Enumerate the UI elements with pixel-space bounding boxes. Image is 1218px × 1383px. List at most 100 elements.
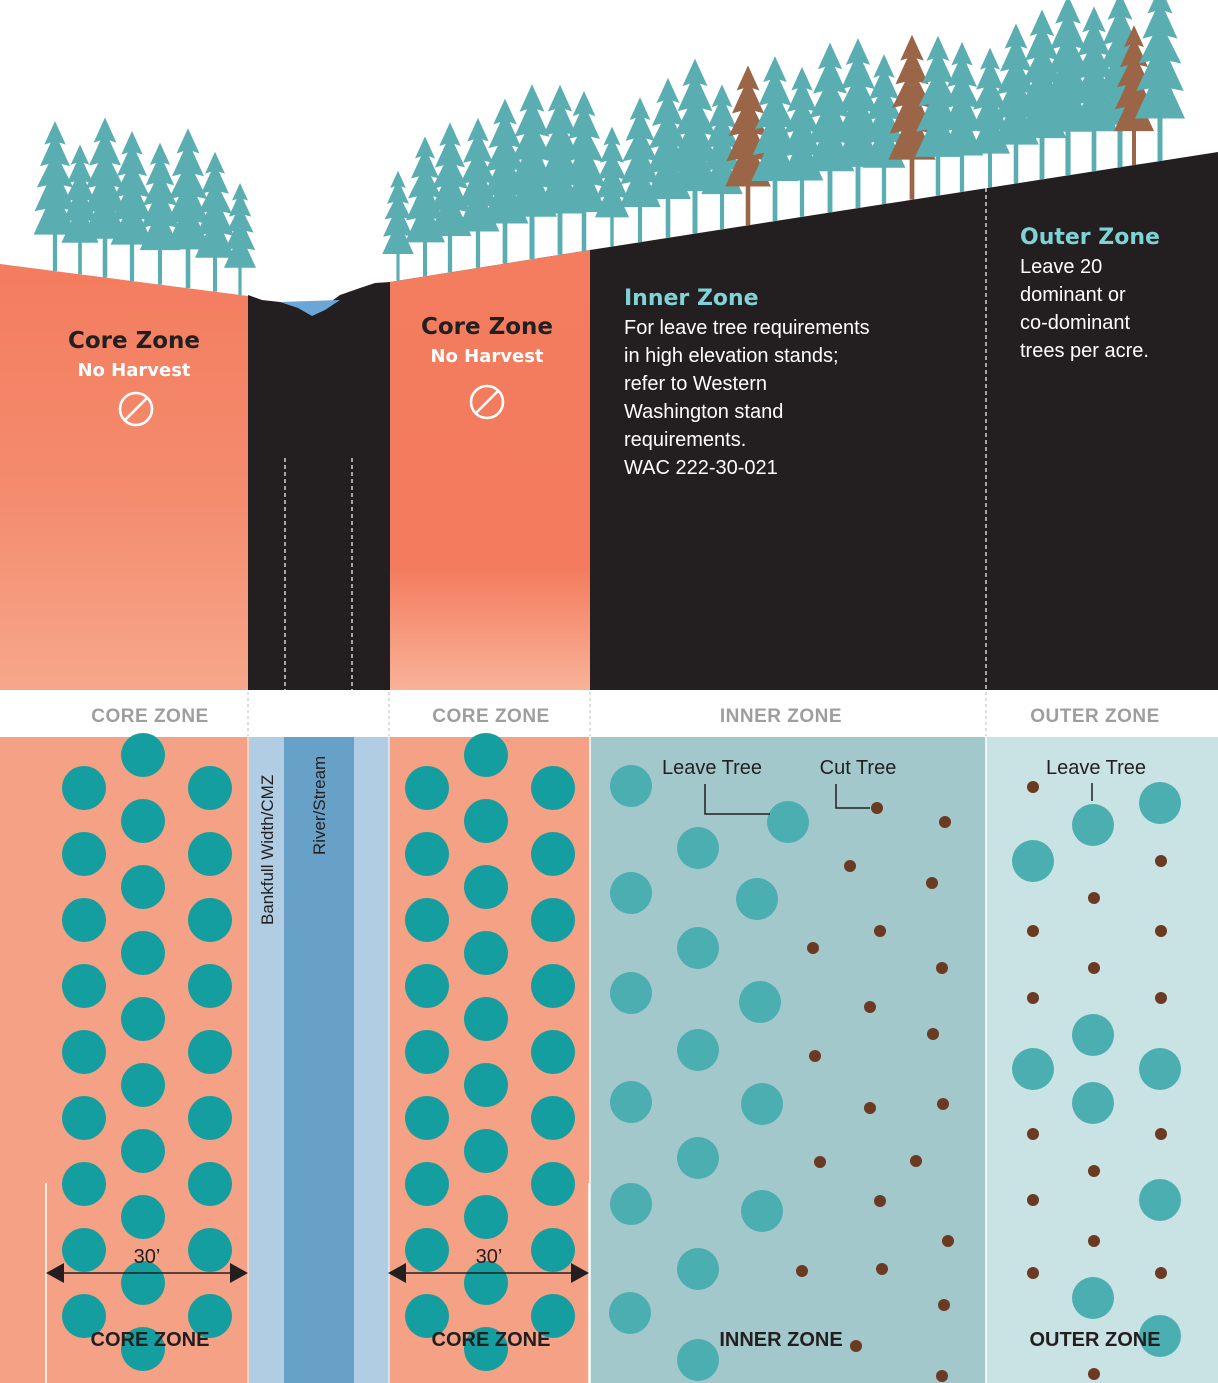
leave-tree-dot [677, 827, 719, 869]
core-tree-dot [188, 1162, 232, 1206]
cut-tree-dot [874, 925, 886, 937]
leave-tree-dot [736, 878, 778, 920]
core-tree-dot [405, 832, 449, 876]
core-tree-dot [405, 964, 449, 1008]
leave-tree-dot [741, 1083, 783, 1125]
outer-zone-line: Leave 20 [1020, 256, 1102, 278]
core-tree-dot [121, 799, 165, 843]
cut-tree-dot [1155, 1267, 1167, 1279]
leave-tree-dot [677, 1137, 719, 1179]
core-tree-dot [121, 1261, 165, 1305]
leave-tree-dot [1139, 782, 1181, 824]
cut-tree-dot [937, 1098, 949, 1110]
core-tree-dot [531, 832, 575, 876]
cut-tree-dot [864, 1102, 876, 1114]
core-tree-dot [464, 1129, 508, 1173]
core-zone-left-subtitle: No Harvest [77, 360, 190, 381]
cut-tree-dot [936, 962, 948, 974]
plan-label-inner: INNER ZONE [719, 1329, 842, 1351]
cut-tree-dot [1027, 925, 1039, 937]
cross-section: Core Zone No Harvest Core Zone No Harves… [0, 0, 1218, 690]
core-tree-dot [62, 964, 106, 1008]
prohibited-icon [469, 384, 505, 420]
leave-tree-silhouette [382, 170, 414, 281]
width-label-right: 30’ [476, 1246, 503, 1268]
core-zone-right-block [390, 250, 590, 690]
plan-label-core-left: CORE ZONE [91, 1329, 210, 1351]
core-tree-dot [464, 931, 508, 975]
width-label-left: 30’ [134, 1246, 161, 1268]
core-tree-dot [62, 898, 106, 942]
stream-water [280, 300, 340, 316]
outer-zone-line: dominant or [1020, 284, 1126, 306]
outer-zone-title: Outer Zone [1020, 225, 1160, 250]
core-tree-dot [464, 733, 508, 777]
leave-tree-dot [677, 1029, 719, 1071]
core-tree-dot [531, 1294, 575, 1338]
core-tree-dot [405, 1294, 449, 1338]
cut-tree-dot [1027, 1194, 1039, 1206]
leave-tree-dot [610, 872, 652, 914]
cut-tree-dot [910, 1155, 922, 1167]
cut-tree-callout-line [835, 784, 870, 809]
core-tree-dot [121, 997, 165, 1041]
leave-tree-dot [609, 1292, 651, 1334]
inner-zone-line: Washington stand [624, 401, 783, 423]
core-tree-dot [188, 766, 232, 810]
cut-tree-dot [1155, 855, 1167, 867]
cut-tree-dot [1088, 1165, 1100, 1177]
plan-view: Bankfull Width/CMZ River/Stream Leave Tr… [0, 733, 1218, 1383]
leave-tree-dot [1012, 1048, 1054, 1090]
cut-tree-callout: Cut Tree [820, 757, 897, 779]
core-zone-right-title: Core Zone [421, 314, 553, 340]
leave-tree-silhouette [1135, 0, 1185, 162]
core-tree-dot [188, 898, 232, 942]
cut-tree-dot [926, 877, 938, 889]
inner-zone-line: in high elevation stands; [624, 345, 839, 367]
core-tree-dot [405, 898, 449, 942]
core-tree-dot [405, 1096, 449, 1140]
core-tree-dot [188, 832, 232, 876]
cut-tree-dot [876, 1263, 888, 1275]
outer-zone-line: trees per acre. [1020, 340, 1149, 362]
leave-tree-callout-inner: Leave Tree [662, 757, 762, 779]
leave-tree-dot [610, 1183, 652, 1225]
core-tree-dot [121, 733, 165, 777]
core-tree-dot [464, 1327, 508, 1371]
leave-tree-dot [677, 1339, 719, 1381]
cut-tree-dot [1027, 992, 1039, 1004]
cut-tree-dot [1088, 962, 1100, 974]
core-tree-dot [62, 1096, 106, 1140]
cut-tree-dot [1088, 1368, 1100, 1380]
leave-tree-dot [1072, 1082, 1114, 1124]
plan-label-outer: OUTER ZONE [1029, 1329, 1160, 1351]
cut-tree-dot [938, 1299, 950, 1311]
inner-zone-line: WAC 222-30-021 [624, 457, 778, 479]
core-tree-dot [121, 1129, 165, 1173]
inner-zone-line: refer to Western [624, 373, 767, 395]
zone-label-strip: CORE ZONE CORE ZONE INNER ZONE OUTER ZON… [91, 692, 1159, 736]
leave-tree-dot [677, 1248, 719, 1290]
cut-tree-dot [871, 802, 883, 814]
core-tree-dot [62, 832, 106, 876]
width-dimension-left: 30’ [45, 1183, 248, 1383]
strip-label-core-left: CORE ZONE [91, 706, 208, 727]
core-tree-dot [188, 1030, 232, 1074]
core-tree-dot [188, 964, 232, 1008]
leave-tree-dot [1139, 1179, 1181, 1221]
core-tree-dot [405, 766, 449, 810]
cut-tree-dot [1027, 1267, 1039, 1279]
leave-tree-dot [1012, 840, 1054, 882]
plan-tree-dots [62, 733, 1181, 1382]
core-tree-dot [121, 931, 165, 975]
cut-tree-dot [796, 1265, 808, 1277]
core-tree-dot [531, 1228, 575, 1272]
width-dimension-right: 30’ [388, 1183, 590, 1383]
core-tree-dot [531, 898, 575, 942]
core-tree-dot [62, 1294, 106, 1338]
core-tree-dot [464, 997, 508, 1041]
core-zone-right-subtitle: No Harvest [430, 346, 543, 367]
cut-tree-dot [1155, 925, 1167, 937]
leave-tree-silhouette [224, 182, 256, 295]
core-tree-dot [531, 1162, 575, 1206]
